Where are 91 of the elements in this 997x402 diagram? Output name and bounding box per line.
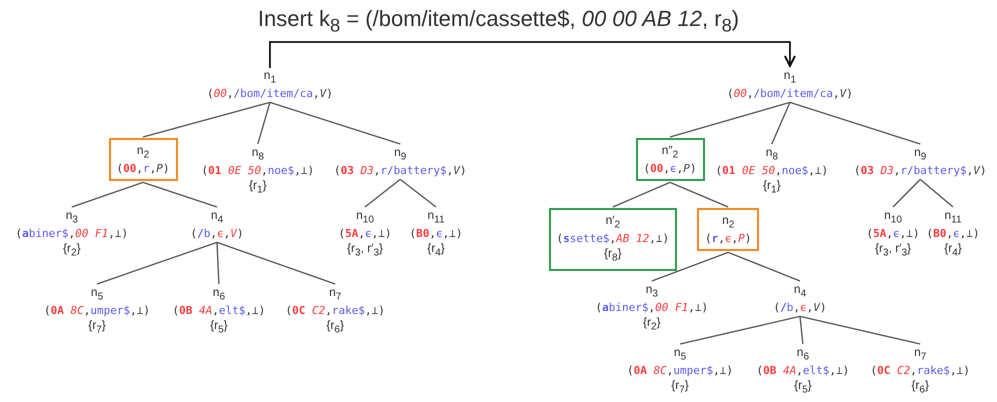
tuple-text: (0B 4A,elt$,⊥): [172, 304, 266, 318]
node-label: n′$_{2}$: [606, 213, 620, 232]
set-text: {r$_{4}$}: [427, 241, 445, 261]
set-text: {r$_{6}$}: [911, 378, 929, 398]
node-label: n$_{3}$: [66, 208, 78, 228]
node-label: n$_{6}$: [796, 345, 809, 364]
node-label: n$_{4}$: [794, 282, 806, 302]
set-text: {r$_{2}$}: [643, 315, 661, 335]
highlight-box: [548, 208, 678, 271]
set-text: {r$_{5}$}: [794, 378, 812, 398]
tuple-text: (0C C2,rake$,⊥): [286, 304, 385, 318]
tuple-text: (5A,ϵ,⊥): [866, 227, 920, 242]
arrow: [269, 41, 796, 68]
tree-edge: [920, 178, 954, 208]
node-label: n$_{2}$: [722, 213, 734, 232]
tree-edge: [670, 182, 728, 208]
node-label: n″$_{2}$: [662, 143, 678, 162]
tree-edge: [216, 242, 220, 284]
highlight-box: [697, 208, 760, 252]
tuple-text: (0A 8C,umper$,⊥): [44, 304, 150, 318]
set-text: {r$_{2}$}: [63, 241, 81, 261]
node-label: n$_{3}$: [646, 282, 658, 302]
tree-edge: [790, 102, 920, 145]
tree-edge: [799, 316, 804, 344]
tuple-text: (5A,ϵ,⊥): [338, 227, 392, 242]
set-text: {r$_{1}$}: [249, 178, 267, 198]
tree-edge: [257, 102, 271, 144]
tuple-text: (01 0E 50,noe$,⊥): [202, 164, 314, 178]
tree-edge: [800, 316, 920, 345]
tuple-text: (00,ϵ,P): [644, 162, 696, 176]
node-label: n$_{1}$: [784, 68, 796, 88]
tuple-text: (/b,ϵ,V): [774, 301, 826, 316]
node-label: n$_{11}$: [944, 208, 962, 228]
tuple-text: (00,/bom/item/ca,V): [727, 87, 853, 102]
node-label: n$_{8}$: [766, 145, 778, 164]
tuple-text: (00,r,P): [116, 162, 170, 176]
tuple-text: (B0,ϵ,⊥): [926, 227, 980, 242]
node-label: n$_{11}$: [427, 208, 445, 228]
set-text: {r$_{1}$}: [763, 178, 781, 198]
node-label: n$_{5}$: [674, 345, 686, 364]
tuple-text: (0B 4A,elt$,⊥): [756, 364, 850, 378]
tuple-text: (0C C2,rake$,⊥): [870, 364, 970, 378]
node-label: n$_{9}$: [394, 145, 406, 164]
title: Insert k$_{8}$ = (/bom/item/cassette$, 00 00 AB 12, r$_{8}$): [256, 5, 740, 38]
tree-edge: [216, 242, 336, 285]
node-label: n$_{5}$: [90, 285, 104, 304]
node-label: n$_{6}$: [212, 285, 225, 304]
set-text: {r$_{5}$}: [210, 318, 228, 338]
node-label: n$_{7}$: [914, 345, 926, 364]
tuple-text: (B0,ϵ,⊥): [410, 227, 462, 242]
node-label: n$_{10}$: [356, 208, 374, 228]
tree-edge: [142, 102, 270, 138]
tree-edge: [72, 182, 144, 208]
tree-edge: [652, 252, 728, 282]
node-label: n$_{1}$: [264, 68, 276, 88]
set-text: {r$_{3}$, r′$_{3}$}: [346, 241, 384, 261]
node-label: n$_{8}$: [252, 145, 264, 164]
set-text: {r$_{7}$}: [671, 378, 689, 398]
tuple-text: (03 D3,r/battery$,V): [334, 164, 466, 178]
tuple-text: (abiner$,00 F1,⊥): [16, 227, 128, 242]
tuple-text: (00,/bom/item/ca,V): [207, 87, 333, 102]
node-label: n$_{9}$: [914, 145, 926, 164]
set-text: {r$_{6}$}: [326, 318, 344, 338]
tree-edge: [728, 252, 800, 282]
tuple-text: (0A 8C,umper$,⊥): [627, 364, 733, 378]
tree-edge: [892, 178, 921, 208]
set-text: {r$_{8}$}: [604, 246, 622, 266]
set-text: {r$_{4}$}: [944, 241, 962, 261]
set-text: {r$_{7}$}: [88, 318, 106, 338]
highlight-box: [108, 138, 178, 182]
tree-edge: [680, 316, 800, 345]
node-label: n$_{10}$: [884, 208, 902, 228]
tree-edge: [364, 178, 401, 208]
tree-edge: [96, 242, 218, 285]
node-label: n$_{2}$: [136, 143, 150, 162]
tree-edge: [670, 102, 790, 138]
tuple-text: (r,ϵ,P): [705, 232, 752, 246]
set-text: {r$_{3}$, r′$_{3}$}: [874, 241, 912, 261]
node-label: n$_{4}$: [210, 208, 224, 228]
tuple-text: (01 0E 50,noe$,⊥): [716, 164, 828, 178]
tuple-text: (ssette$,AB 12,⊥): [556, 232, 670, 246]
node-label: n$_{7}$: [329, 285, 342, 304]
tree-edge: [771, 102, 791, 144]
highlight-box: [636, 138, 704, 182]
tuple-text: (/b,ϵ,V): [190, 227, 244, 242]
tree-edge: [612, 182, 670, 208]
tree-edge: [142, 182, 218, 208]
tree-edge: [400, 178, 436, 208]
tree-edge: [270, 102, 400, 145]
tuple-text: (abiner$,00 F1,⊥): [596, 301, 708, 316]
tuple-text: (03 D3,r/battery$,V): [854, 164, 986, 178]
